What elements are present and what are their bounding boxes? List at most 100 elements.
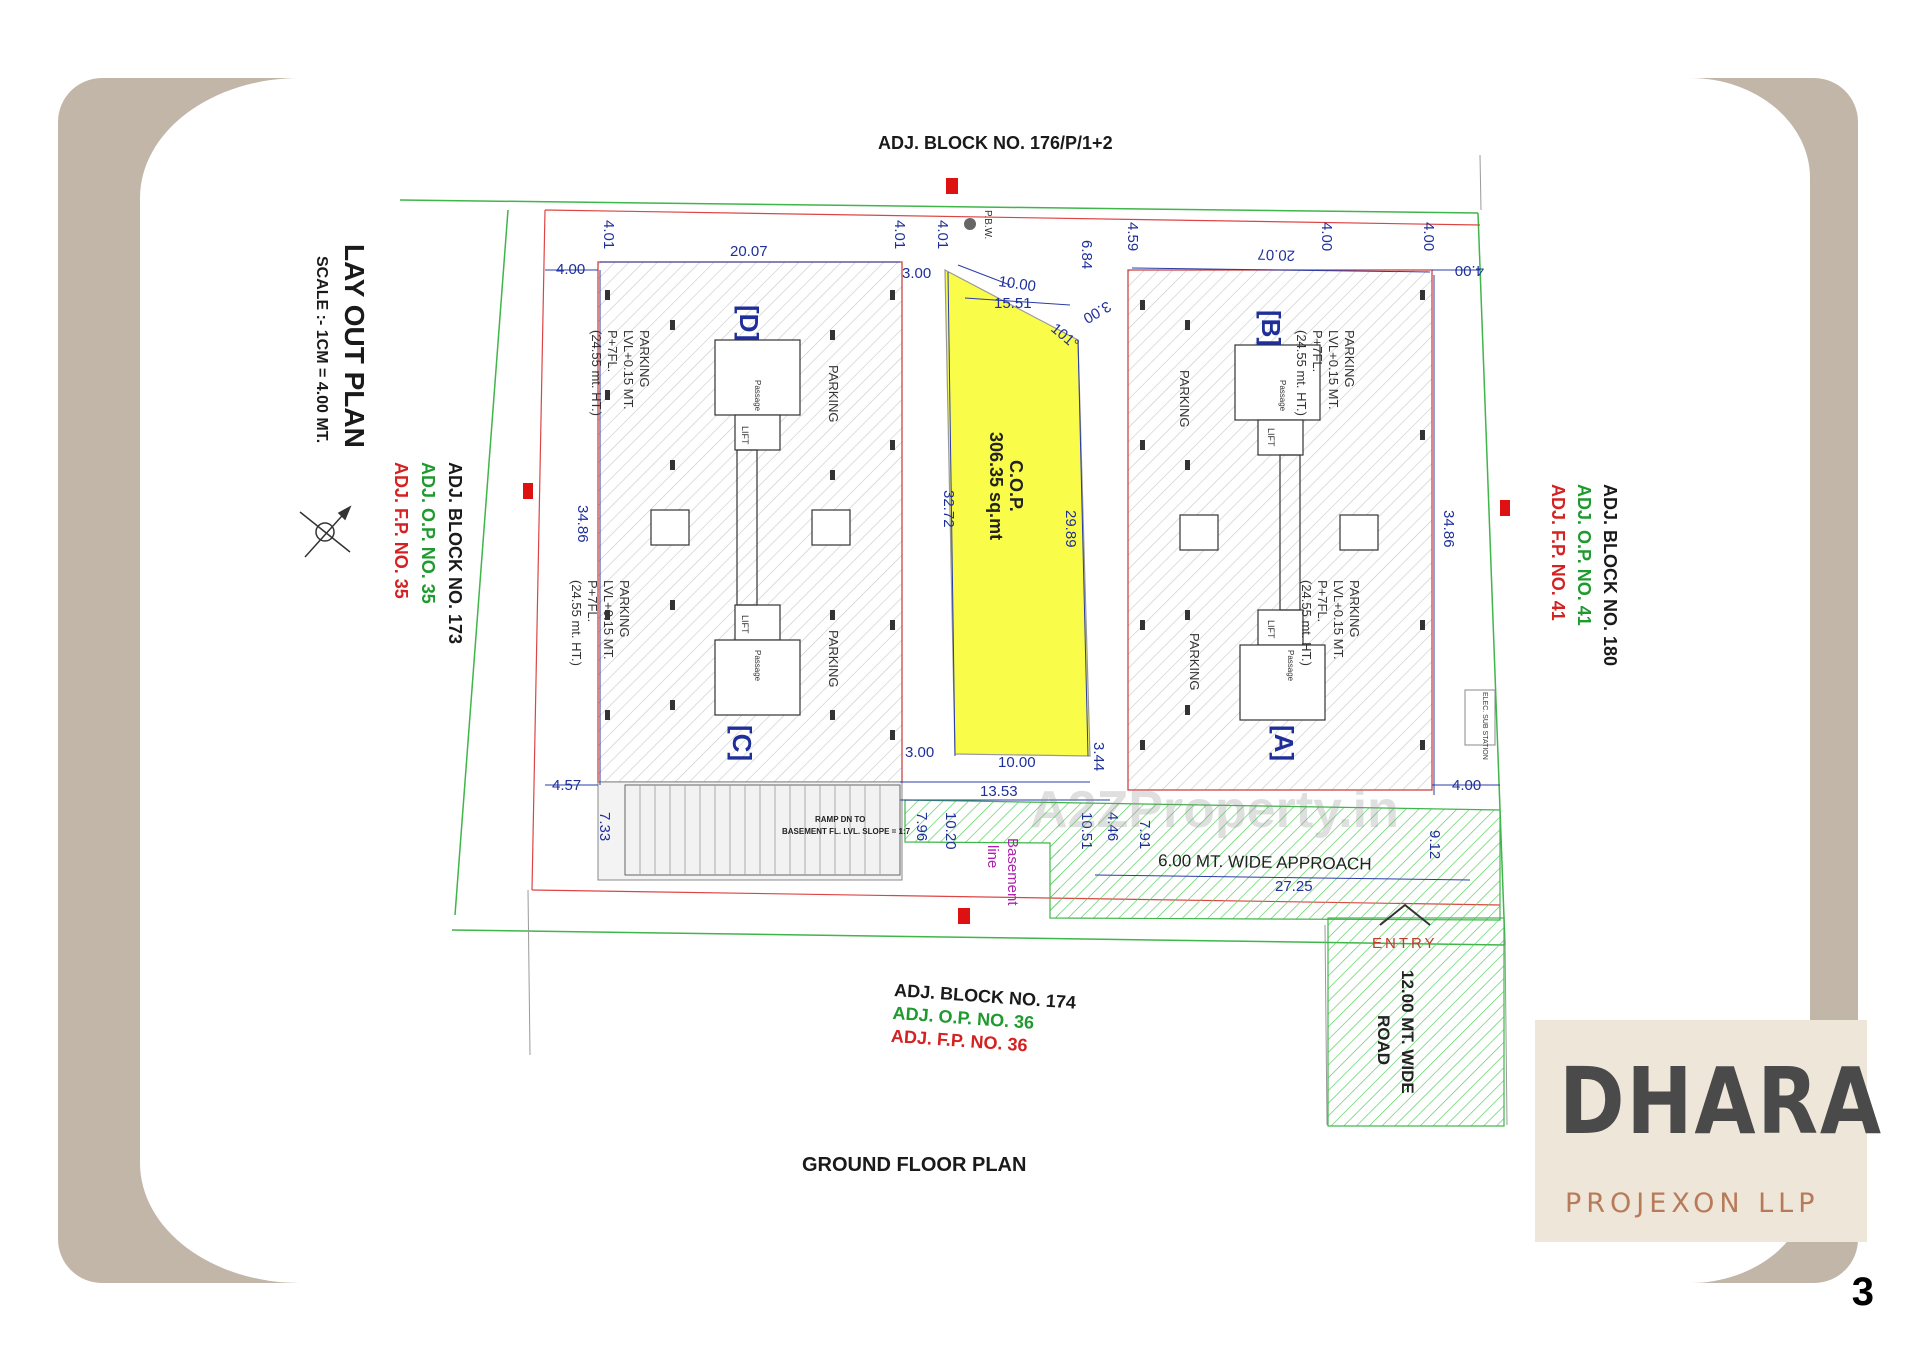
dim-1000-bottom: 10.00	[998, 754, 1036, 771]
svg-text:LVL+0.15 MT.: LVL+0.15 MT.	[621, 330, 636, 410]
dim-457: 4.57	[552, 777, 581, 794]
dim-1353: 13.53	[980, 783, 1018, 800]
parking-label: PARKING	[826, 630, 841, 688]
svg-text:BASEMENT FL. LVL. SLOPE = 1:7: BASEMENT FL. LVL. SLOPE = 1:7	[782, 827, 911, 836]
approach-slope	[1050, 820, 1060, 918]
cop-area	[944, 268, 1091, 757]
svg-text:(24.55 mt. HT.): (24.55 mt. HT.)	[589, 330, 604, 416]
dim-300-right: 3.00	[1080, 297, 1114, 326]
adj-right-op: ADJ. O.P. NO. 41	[1574, 484, 1594, 626]
approach-label: 6.00 MT. WIDE APPROACH	[1158, 851, 1372, 874]
entry-label: ENTRY	[1372, 935, 1438, 952]
dim-3486-right: 34.86	[1440, 510, 1457, 548]
dim-459: 4.59	[1124, 222, 1141, 251]
top-band	[0, 0, 1920, 48]
dim-446: 4.46	[1104, 812, 1121, 841]
dim-912: 9.12	[1426, 830, 1443, 859]
dim-791: 7.91	[1136, 820, 1153, 849]
dim-684: 6.84	[1078, 240, 1095, 269]
pbw-label: P.B.W.	[982, 210, 993, 239]
svg-text:(24.55 mt. HT.): (24.55 mt. HT.)	[1299, 580, 1314, 666]
dim-2725: 27.25	[1275, 878, 1313, 895]
dim-1051: 10.51	[1078, 812, 1095, 850]
svg-text:P+7FL.: P+7FL.	[605, 330, 620, 372]
parking-info-c: PARKING LVL+0.15 MT. P+7FL. (24.55 mt. H…	[569, 580, 632, 666]
dim-1020: 10.20	[942, 812, 959, 850]
passage-label: Passage	[1286, 650, 1295, 682]
dim-3272: 32.72	[940, 490, 957, 528]
adj-top-label: ADJ. BLOCK NO. 176/P/1+2	[878, 133, 1113, 153]
dim-344: 3.44	[1090, 742, 1107, 771]
lift-label: LIFT	[1266, 428, 1276, 447]
dim-left-width: 20.07	[730, 243, 768, 260]
basement-label: Basement	[1004, 838, 1021, 906]
dim-setback-right: 4.00	[1455, 262, 1484, 279]
parking-info-d: PARKING LVL+0.15 MT. P+7FL. (24.55 mt. H…	[589, 330, 652, 416]
block-b-label: [B]	[1256, 310, 1286, 346]
svg-text:P+7FL.: P+7FL.	[1310, 330, 1325, 372]
dim-2989: 29.89	[1062, 510, 1079, 548]
svg-text:RAMP DN TO: RAMP DN TO	[815, 815, 865, 824]
lift-label: LIFT	[740, 426, 750, 445]
parking-label: PARKING	[1187, 633, 1202, 691]
logo-word: DHARA	[1559, 1048, 1883, 1155]
elec-label: ELEC. SUB STATION	[1481, 692, 1488, 760]
adj-right-fp: ADJ. F.P. NO. 41	[1548, 484, 1568, 621]
dim-3486-left: 34.86	[574, 505, 591, 543]
dim-1000-top: 10.00	[997, 273, 1037, 295]
passage-label: Passage	[1278, 380, 1287, 412]
dim-300-bottom: 3.00	[905, 744, 934, 761]
block-a-label: [A]	[1269, 725, 1299, 761]
page-number: 3	[1851, 1270, 1874, 1314]
dim-796: 7.96	[913, 812, 930, 841]
dim-400-c: 4.00	[1318, 222, 1335, 251]
plan-caption: GROUND FLOOR PLAN	[802, 1154, 1027, 1176]
svg-text:LVL+0.15 MT.: LVL+0.15 MT.	[601, 580, 616, 660]
svg-text:(24.55 mt. HT.): (24.55 mt. HT.)	[1294, 330, 1309, 416]
pbw-point	[964, 218, 976, 230]
dim-right-width: 20.07	[1257, 245, 1295, 263]
logo-subtitle: PROJEXON LLP	[1565, 1188, 1820, 1219]
grey-lines	[527, 154, 1508, 1126]
parking-label: PARKING	[826, 365, 841, 423]
north-arrow-icon	[299, 505, 352, 558]
adj-bottom-group: ADJ. BLOCK NO. 174 ADJ. O.P. NO. 36 ADJ.…	[890, 980, 1076, 1060]
adj-left-op: ADJ. O.P. NO. 35	[418, 462, 438, 604]
parking-info-a: PARKING LVL+0.15 MT. P+7FL. (24.55 mt. H…	[1299, 580, 1362, 666]
entry-arrow	[1379, 903, 1431, 926]
lift-label: LIFT	[740, 615, 750, 634]
dim-300-top: 3.00	[902, 265, 931, 282]
dimension-lines	[545, 261, 1500, 881]
passage-label: Passage	[753, 380, 762, 412]
block-d-label: [D]	[734, 305, 764, 341]
road-12m	[1327, 917, 1505, 1127]
dim-setback-left: 4.00	[556, 261, 585, 278]
parking-label: PARKING	[1177, 370, 1192, 428]
core-right	[1179, 344, 1379, 721]
company-logo: DHARA PROJEXON LLP	[1535, 1020, 1881, 1242]
ramp: RAMP DN TO BASEMENT FL. LVL. SLOPE = 1:7	[624, 784, 911, 876]
layout-title: LAY OUT PLAN	[339, 244, 370, 448]
svg-text:PARKING: PARKING	[1342, 330, 1357, 388]
cop-area-label: 306.35 sq.mt	[986, 432, 1006, 540]
dim-400-bottom: 4.00	[1452, 777, 1481, 794]
svg-text:PARKING: PARKING	[637, 330, 652, 388]
dim-400-d: 4.00	[1420, 222, 1437, 251]
road-label: ROAD	[1374, 1015, 1393, 1065]
block-c-label: [C]	[727, 725, 757, 761]
watermark: A2ZProperty.in	[1030, 781, 1399, 839]
passage-label: Passage	[753, 650, 762, 682]
dim-401-b: 4.01	[891, 220, 908, 249]
cop-label: C.O.P.	[1006, 460, 1026, 512]
dim-401-a: 4.01	[600, 220, 617, 249]
svg-text:(24.55 mt. HT.): (24.55 mt. HT.)	[569, 580, 584, 666]
road-label: 12.00 MT. WIDE	[1398, 970, 1417, 1094]
svg-text:P+7FL.: P+7FL.	[1315, 580, 1330, 622]
boundary-markers	[523, 178, 1510, 924]
svg-text:LVL+0.15 MT.: LVL+0.15 MT.	[1331, 580, 1346, 660]
adj-left-fp: ADJ. F.P. NO. 35	[391, 462, 411, 599]
basement-label: line	[984, 845, 1001, 868]
lift-label: LIFT	[1266, 620, 1276, 639]
svg-text:P+7FL.: P+7FL.	[585, 580, 600, 622]
